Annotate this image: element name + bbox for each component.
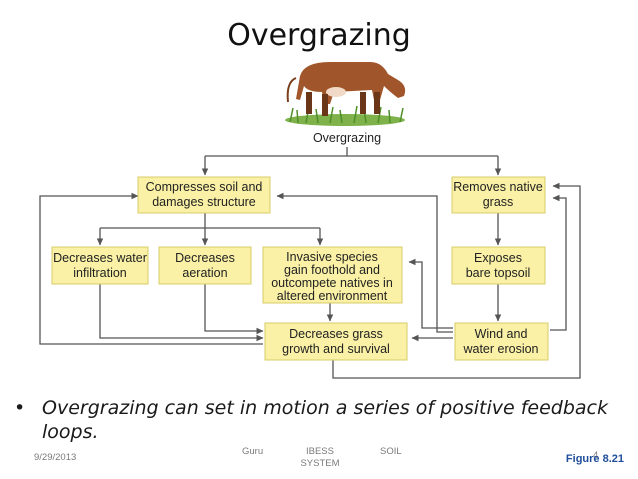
box-line: Removes native xyxy=(453,180,543,194)
box-decreases-water: Decreases water infiltration xyxy=(51,246,149,285)
box-line: Compresses soil and xyxy=(146,180,263,194)
box-line: Decreases xyxy=(175,251,235,265)
box-line: altered environment xyxy=(277,289,388,303)
arrow-aeration-to-grass xyxy=(204,284,264,335)
box-line: gain foothold and xyxy=(284,263,380,277)
box-line: Decreases water xyxy=(53,251,147,265)
box-line: Exposes xyxy=(474,251,522,265)
footer-page-number: 4 xyxy=(593,450,599,461)
arrow-water-to-grass xyxy=(99,284,264,342)
box-line: growth and survival xyxy=(282,342,390,356)
box-line: water erosion xyxy=(462,342,538,356)
bullet-point: • Overgrazing can set in motion a series… xyxy=(14,396,614,444)
diagram-caption: Overgrazing xyxy=(313,131,381,145)
box-wind-water-erosion: Wind and water erosion xyxy=(454,322,549,361)
cow-illustration xyxy=(285,62,406,126)
arrow-erosion-to-invasive xyxy=(408,258,453,329)
box-line: Wind and xyxy=(475,327,528,341)
box-decreases-aeration: Decreases aeration xyxy=(158,246,252,285)
box-removes-grass: Removes native grass xyxy=(451,176,546,214)
box-line: aeration xyxy=(182,266,227,280)
box-line: Invasive species xyxy=(286,250,378,264)
box-line: damages structure xyxy=(152,195,256,209)
footer-date: 9/29/2013 xyxy=(34,452,77,463)
arrow-grass-to-removes xyxy=(332,182,581,379)
diagram-connectors xyxy=(39,147,581,379)
figure-label: Figure 8.21 xyxy=(565,453,624,465)
box-line: bare topsoil xyxy=(466,266,531,280)
box-invasive-species: Invasive species gain foothold and outco… xyxy=(262,246,403,304)
arrow-erosion-to-removes xyxy=(550,194,567,331)
box-line: Decreases grass xyxy=(289,327,383,341)
box-compresses-soil: Compresses soil and damages structure xyxy=(137,176,271,214)
box-line: outcompete natives in xyxy=(271,276,393,290)
footer-subject: SOIL xyxy=(380,446,402,457)
footer-org: IBESS SYSTEM xyxy=(300,446,340,469)
slide-title: Overgrazing xyxy=(227,18,411,53)
box-line: infiltration xyxy=(73,266,127,280)
arrow-grass-to-compress xyxy=(39,192,263,345)
arrow-erosion-to-compress xyxy=(276,192,453,333)
footer-author: Guru xyxy=(242,446,264,457)
box-decreases-grass: Decreases grass growth and survival xyxy=(264,322,408,361)
bullet-text: Overgrazing can set in motion a series o… xyxy=(42,397,608,443)
bullet-icon: • xyxy=(14,397,26,419)
box-line: grass xyxy=(483,195,514,209)
box-exposes-topsoil: Exposes bare topsoil xyxy=(451,246,546,285)
